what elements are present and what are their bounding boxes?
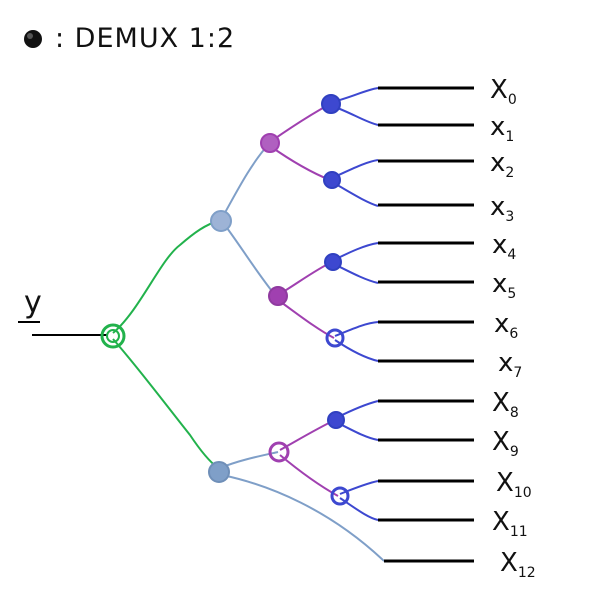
output-label-9: X9 <box>492 427 519 460</box>
node-level4-a <box>321 94 341 114</box>
output-label-base: x <box>492 269 507 299</box>
wire-l1-upper <box>112 219 221 334</box>
node-level3-a <box>260 133 280 153</box>
node-level4-e <box>327 411 345 429</box>
output-label-3: x3 <box>490 192 514 225</box>
output-label-base: X <box>500 548 518 578</box>
input: y <box>18 285 108 336</box>
output-label-base: x <box>498 348 513 378</box>
node-level3-b <box>268 286 288 306</box>
wire-l4-5 <box>333 263 379 284</box>
output-label-subscript: 2 <box>505 165 514 181</box>
output-label-11: X11 <box>492 507 528 540</box>
wire-l4-7 <box>334 339 379 362</box>
wire-l3-b-up <box>277 261 333 296</box>
wire-l2-a-down <box>223 223 276 296</box>
legend-node-icon <box>24 30 42 48</box>
output-label-2: x2 <box>490 148 514 181</box>
output-label-base: X <box>492 427 510 457</box>
output-label-base: X <box>490 75 508 105</box>
wire-l4-11 <box>339 497 379 521</box>
node-level1-inner <box>106 329 120 343</box>
wire-l3-a-up <box>269 103 331 143</box>
input-label: y <box>24 285 42 320</box>
output-label-base: x <box>494 309 509 339</box>
output-label-subscript: 8 <box>510 405 519 421</box>
nodes <box>100 94 350 506</box>
output-label-base: X <box>496 468 514 498</box>
node-level2-a <box>210 210 232 232</box>
legend: : DEMUX 1:2 <box>24 23 235 54</box>
wire-l4-6 <box>334 321 379 337</box>
output-label-base: x <box>490 112 505 142</box>
output-label-subscript: 0 <box>508 92 517 108</box>
output-label-subscript: 3 <box>505 209 514 225</box>
wire-l2-a-up <box>221 144 269 219</box>
output-label-subscript: 6 <box>509 326 518 342</box>
node-level4-b <box>323 171 341 189</box>
node-level2-b <box>208 461 230 483</box>
output-label-base: x <box>490 148 505 178</box>
output-label-subscript: 4 <box>507 247 516 263</box>
output-label-7: x7 <box>498 348 522 381</box>
output-lines <box>378 86 474 563</box>
wire-l2-b-down <box>221 474 385 562</box>
output-label-base: x <box>490 192 505 222</box>
level2-wires <box>219 144 385 562</box>
wire-l3-c-up <box>279 419 336 451</box>
output-label-subscript: 9 <box>510 444 519 460</box>
output-label-subscript: 11 <box>510 524 528 540</box>
output-label-6: x6 <box>494 309 518 342</box>
wire-l4-10 <box>339 480 379 495</box>
legend-node-highlight <box>27 33 33 39</box>
output-label-subscript: 7 <box>513 365 522 381</box>
level4-wires <box>331 87 379 521</box>
wire-l3-c-down <box>279 454 339 497</box>
output-label-10: X10 <box>496 468 532 501</box>
output-label-1: x1 <box>490 112 514 145</box>
level1-wires <box>112 219 221 469</box>
output-label-8: X8 <box>492 388 519 421</box>
node-level4-d <box>325 328 345 348</box>
node-level4-f <box>330 486 350 506</box>
legend-text: : DEMUX 1:2 <box>55 23 235 54</box>
output-label-subscript: 10 <box>514 485 532 501</box>
output-label-4: x4 <box>492 230 516 263</box>
wire-l3-b-down <box>277 299 335 339</box>
wire-l3-a-down <box>269 145 331 181</box>
output-label-subscript: 1 <box>505 129 514 145</box>
output-label-subscript: 12 <box>518 565 536 581</box>
output-label-0: X0 <box>490 75 517 108</box>
output-label-12: X12 <box>500 548 536 581</box>
output-label-base: X <box>492 507 510 537</box>
wire-l1-lower <box>112 338 219 469</box>
node-level3-c <box>268 441 290 463</box>
output-label-base: X <box>492 388 510 418</box>
node-level1 <box>100 323 126 349</box>
output-label-subscript: 5 <box>507 286 516 302</box>
output-label-5: x5 <box>492 269 516 302</box>
node-level4-c <box>324 253 342 271</box>
output-label-base: x <box>492 230 507 260</box>
